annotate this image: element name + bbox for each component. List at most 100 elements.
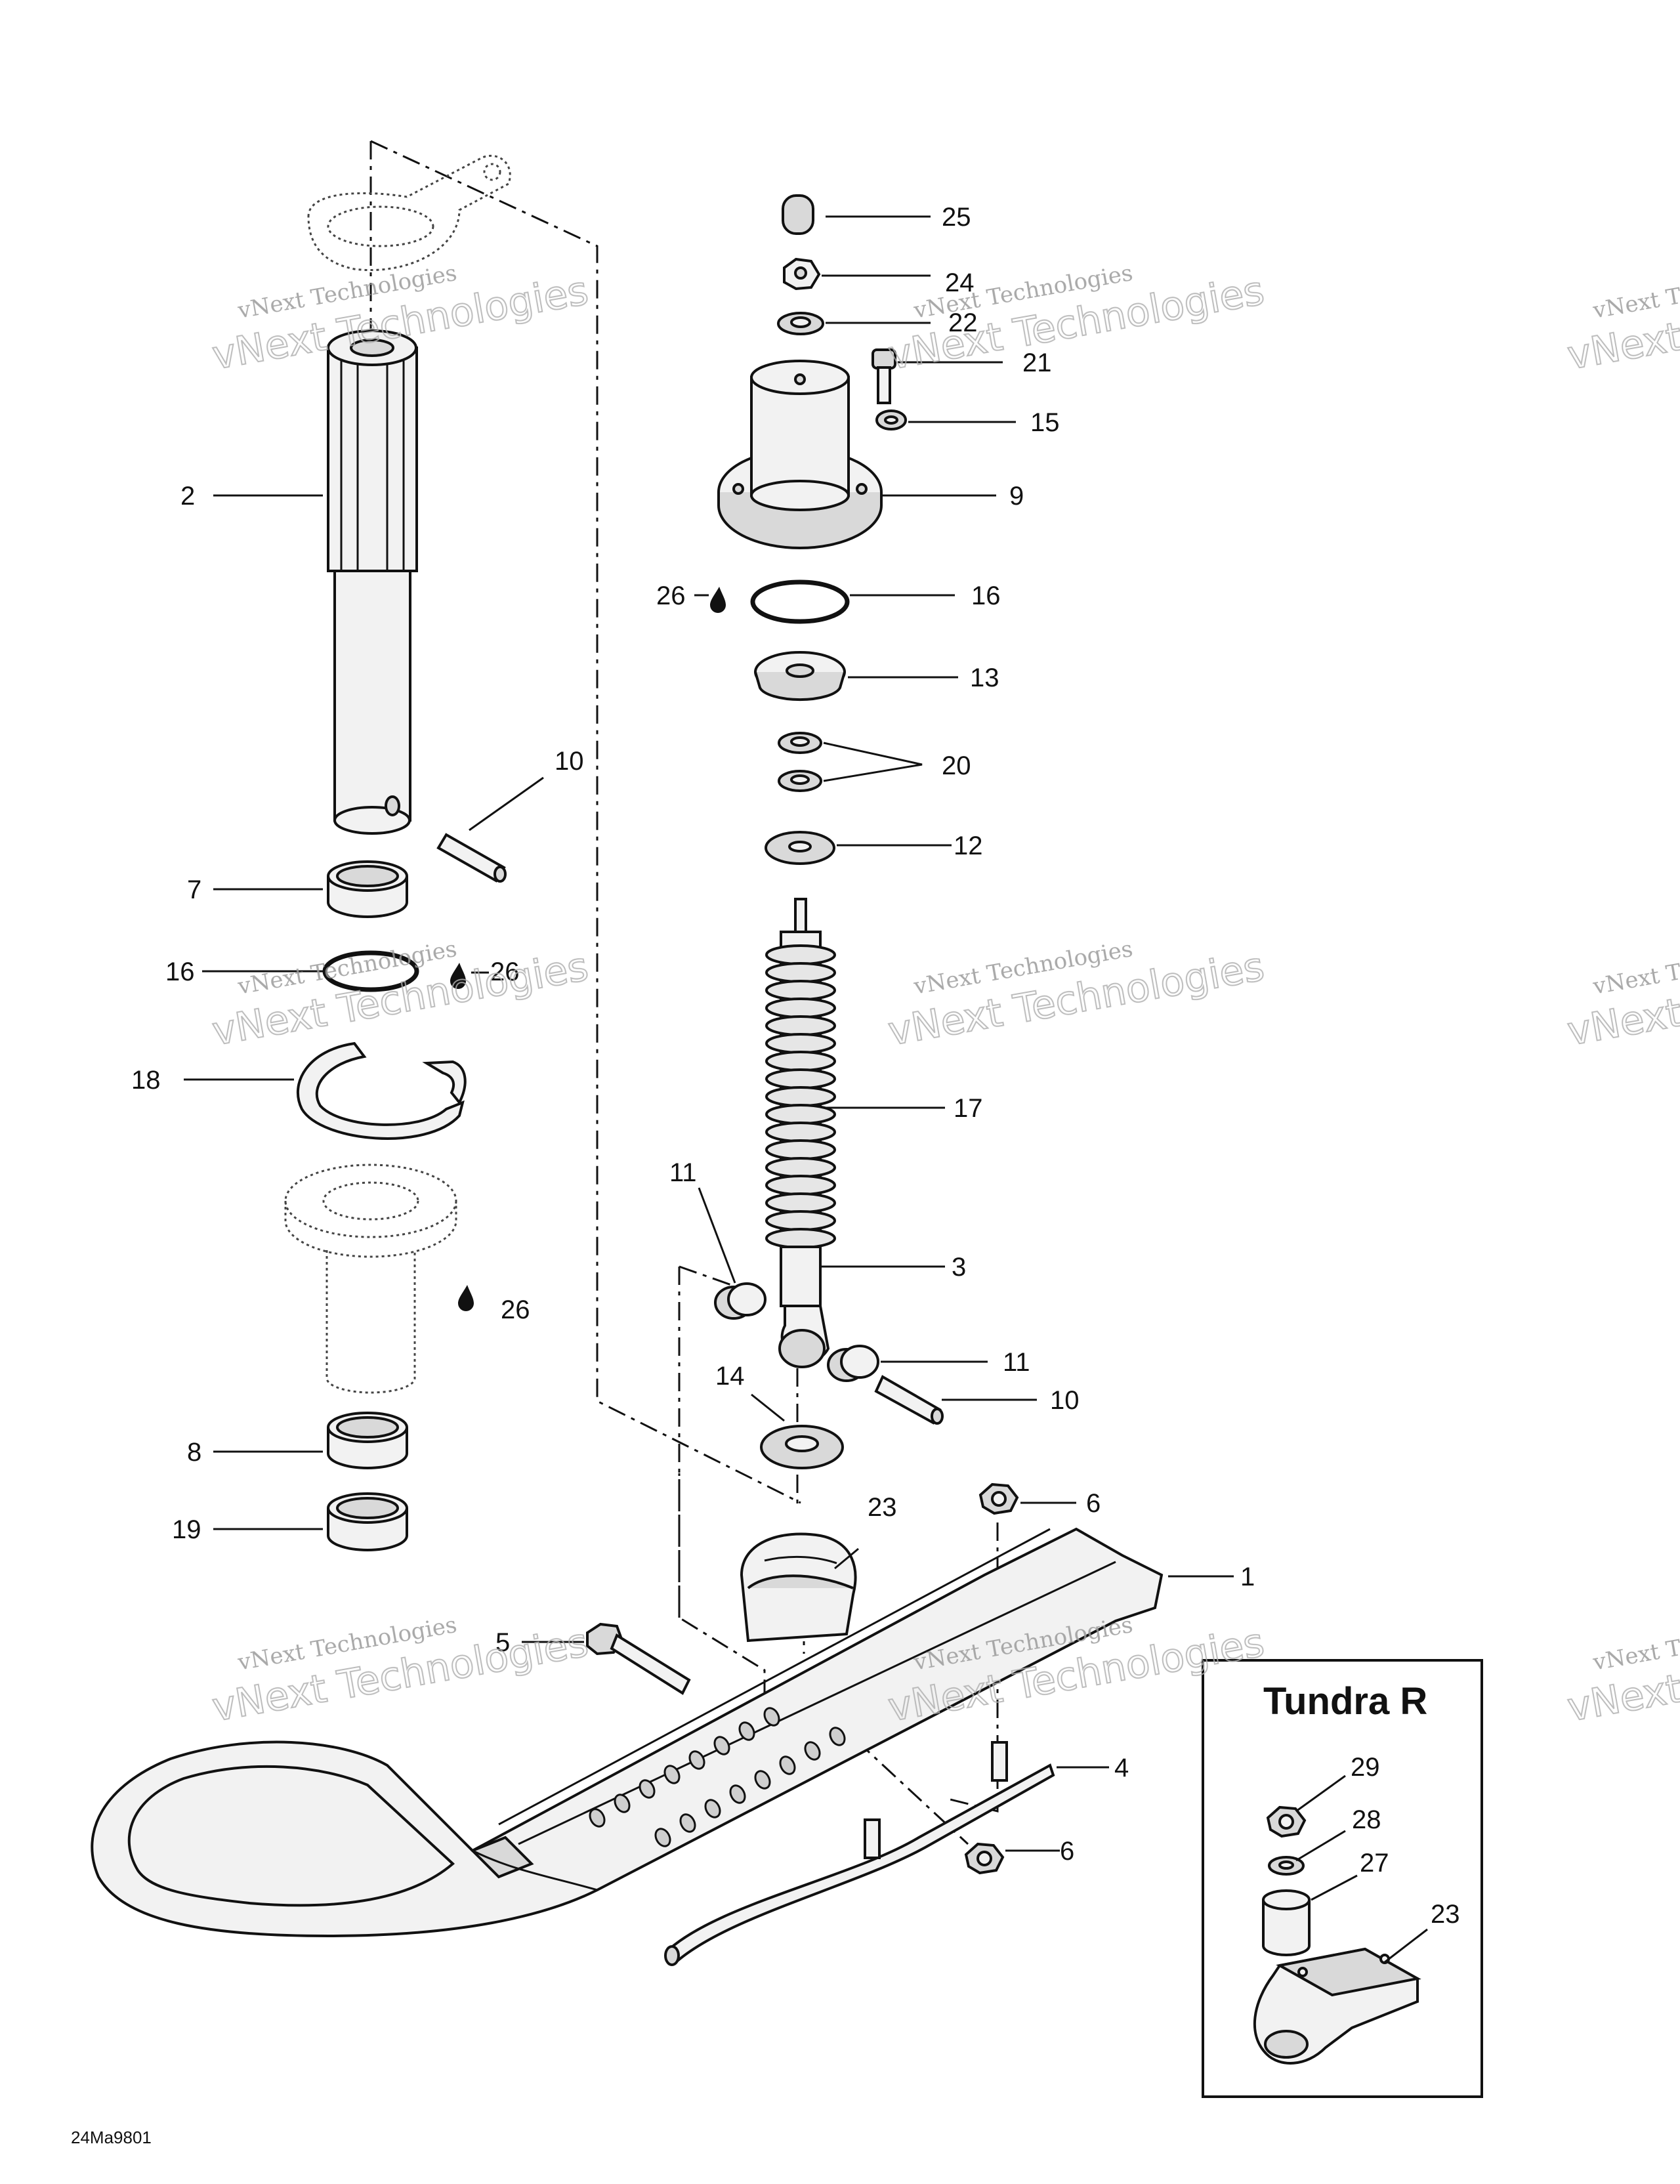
callout-17: 17 bbox=[954, 1094, 983, 1123]
callout-26-upper: 26 bbox=[656, 581, 686, 610]
callout-6-lower: 6 bbox=[1060, 1837, 1074, 1866]
callout-26-middle: 26 bbox=[490, 957, 520, 986]
callout-18: 18 bbox=[131, 1066, 161, 1095]
screw-21 bbox=[872, 348, 896, 404]
bushing-19 bbox=[327, 1492, 408, 1551]
steering-arm-ghost bbox=[307, 154, 511, 271]
lube-drop-icon bbox=[450, 963, 466, 989]
pad-23 bbox=[740, 1532, 857, 1643]
leader-lines bbox=[184, 215, 1234, 1852]
ski-hole bbox=[779, 1755, 796, 1775]
ski-hole bbox=[754, 1770, 771, 1790]
washer-14 bbox=[760, 1425, 844, 1469]
bushing-11-right bbox=[827, 1345, 879, 1382]
pin-10-right bbox=[874, 1375, 944, 1425]
callout-15: 15 bbox=[1030, 408, 1060, 437]
washer-15 bbox=[875, 410, 907, 430]
washer-12 bbox=[765, 831, 835, 865]
ski-hole bbox=[614, 1794, 631, 1813]
circlip-18 bbox=[296, 1041, 467, 1140]
ski-hole bbox=[829, 1727, 846, 1746]
spring-coil bbox=[765, 944, 836, 965]
o-ring-16-upper bbox=[750, 579, 850, 624]
lube-drop-icon bbox=[458, 1285, 474, 1311]
nut-24 bbox=[783, 257, 821, 291]
nut-6-lower bbox=[964, 1842, 1005, 1875]
wear-bar-4 bbox=[664, 1741, 1055, 1966]
shock-3-17 bbox=[765, 898, 836, 1368]
inset-title: Tundra R bbox=[1263, 1680, 1427, 1723]
spindle-2 bbox=[327, 329, 418, 835]
callout-16-lower: 16 bbox=[165, 957, 195, 986]
inset-callout-23: 23 bbox=[1431, 1900, 1460, 1929]
spring-coil bbox=[765, 962, 836, 983]
inset-callout-29: 29 bbox=[1351, 1753, 1380, 1782]
cap-25 bbox=[782, 194, 814, 235]
spring-coil bbox=[765, 1122, 836, 1143]
callout-7: 7 bbox=[187, 875, 201, 904]
inset-callout-28: 28 bbox=[1352, 1805, 1381, 1834]
spring-coil bbox=[765, 980, 836, 1001]
ski-hole bbox=[804, 1741, 821, 1761]
callout-2: 2 bbox=[180, 482, 195, 511]
callout-13: 13 bbox=[970, 663, 999, 692]
callout-23: 23 bbox=[868, 1493, 897, 1522]
ski-hole bbox=[589, 1808, 606, 1828]
watermark-line2: vNext Technologies bbox=[1564, 944, 1680, 1055]
callout-6-upper: 6 bbox=[1086, 1489, 1101, 1518]
ski-hole bbox=[713, 1736, 730, 1755]
callout-24: 24 bbox=[945, 268, 975, 297]
callout-1: 1 bbox=[1240, 1563, 1255, 1591]
spring-coil bbox=[765, 1033, 836, 1054]
spring-coil bbox=[765, 998, 836, 1018]
ski-hole bbox=[663, 1765, 681, 1784]
spring-coil bbox=[765, 1228, 836, 1249]
nut-6-upper bbox=[978, 1482, 1019, 1515]
ski-hole bbox=[729, 1784, 746, 1804]
housing-9 bbox=[717, 360, 883, 549]
callout-10-right: 10 bbox=[1050, 1386, 1080, 1415]
callout-19: 19 bbox=[172, 1515, 201, 1544]
spring-coil bbox=[765, 1210, 836, 1231]
watermark-line2: vNext Technologies bbox=[1564, 268, 1680, 379]
ski-hole bbox=[679, 1813, 696, 1833]
ski-hole bbox=[704, 1799, 721, 1818]
inset-callout-27: 27 bbox=[1360, 1849, 1389, 1878]
spring-coil bbox=[765, 1086, 836, 1107]
lube-drop-icon bbox=[710, 587, 726, 613]
callout-16-upper: 16 bbox=[971, 581, 1001, 610]
callouts: 25 24 22 21 15 9 26 16 13 20 12 2 10 7 1… bbox=[131, 203, 1255, 1866]
spring-coil bbox=[765, 1015, 836, 1036]
callout-11-right: 11 bbox=[1003, 1348, 1030, 1377]
callout-8: 8 bbox=[187, 1438, 201, 1467]
callout-9: 9 bbox=[1009, 482, 1024, 511]
bushing-8 bbox=[327, 1412, 408, 1469]
bushing-7 bbox=[327, 860, 408, 918]
callout-20: 20 bbox=[942, 751, 971, 780]
bushing-11-left bbox=[714, 1282, 766, 1320]
lower-housing-ghost bbox=[284, 1164, 457, 1394]
ski-1 bbox=[91, 1527, 1164, 1938]
ski-hole bbox=[688, 1750, 705, 1770]
spring-coil bbox=[765, 1192, 836, 1213]
spring-coil bbox=[765, 1175, 836, 1196]
washers-20 bbox=[778, 732, 822, 792]
callout-5: 5 bbox=[495, 1628, 510, 1657]
callout-22: 22 bbox=[948, 308, 978, 337]
tundra-r-inset: Tundra R 29 28 27 23 bbox=[1202, 1659, 1483, 2098]
watermarks: vNext Technologies vNext Technologies vN… bbox=[208, 260, 1680, 1732]
spring-coil bbox=[765, 1051, 836, 1072]
ski-hole bbox=[654, 1828, 671, 1847]
diagram-code: 24Ma9801 bbox=[71, 2128, 152, 2147]
callout-11-left: 11 bbox=[669, 1158, 697, 1187]
callout-25: 25 bbox=[942, 203, 971, 232]
bolt-5 bbox=[586, 1622, 691, 1695]
spring-coil bbox=[765, 1157, 836, 1178]
spring-coil bbox=[765, 1068, 836, 1089]
callout-14: 14 bbox=[715, 1362, 745, 1391]
watermark-line2: vNext Technologies bbox=[1564, 1620, 1680, 1731]
watermark-line1: vNext Technologies bbox=[1591, 260, 1680, 324]
pin-10-left bbox=[436, 833, 507, 883]
ski-hole bbox=[763, 1707, 780, 1727]
